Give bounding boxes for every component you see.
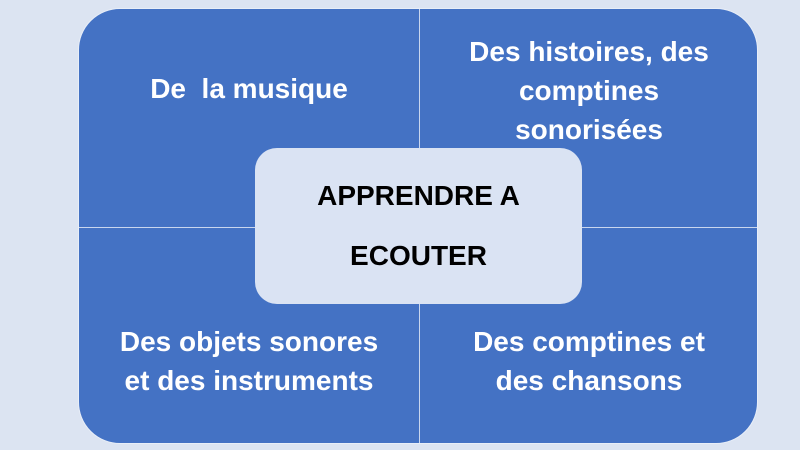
center-title: APPRENDRE A: [317, 180, 520, 211]
quadrant-objects: Des objets sonores et des instruments: [79, 227, 419, 443]
quadrant-text: Des histoires, des: [469, 36, 709, 67]
quadrant-text: et des instruments: [124, 365, 374, 396]
center-title: ECOUTER: [350, 240, 487, 271]
quadrant-music: De la musique: [79, 9, 419, 227]
quadrant-text: comptines: [518, 75, 660, 106]
quadrant-stories: Des histoires, des comptines sonorisées: [419, 9, 757, 227]
quadrant-text: Des comptines et: [473, 326, 705, 357]
center-box: APPRENDRE A ECOUTER: [255, 148, 582, 304]
quadrant-songs: Des comptines et des chansons: [419, 227, 757, 443]
quadrant-diagram: De la musique Des histoires, des comptin…: [78, 8, 758, 444]
quadrant-text: Des objets sonores: [119, 326, 379, 357]
quadrant-text: De la musique: [150, 72, 348, 104]
quadrant-text: des chansons: [495, 365, 683, 396]
quadrant-text: sonorisées: [515, 114, 663, 145]
